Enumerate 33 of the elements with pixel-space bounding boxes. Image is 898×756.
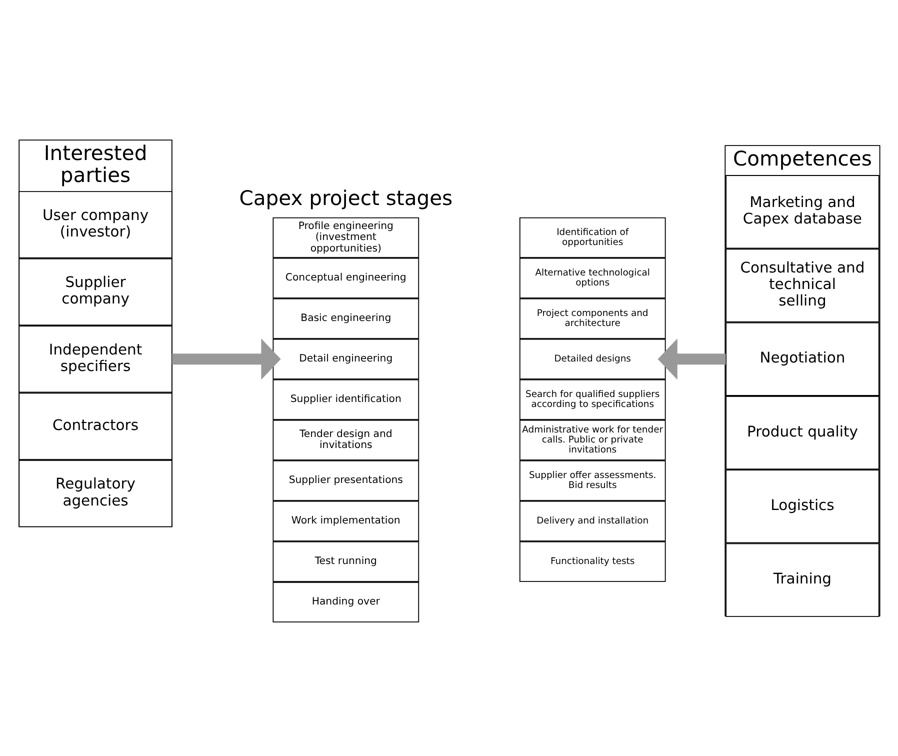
node-box: Test running — [272, 541, 420, 582]
node-box: Profile engineering (investment opportunities) — [272, 217, 420, 258]
node-box: Logistics — [726, 470, 880, 544]
node-box: Consultative and technical selling — [726, 248, 880, 322]
node-box: Delivery and installation — [519, 500, 666, 542]
node-box: Supplier identification — [272, 379, 420, 420]
label: Capex project stages — [239, 186, 453, 210]
node-box: Conceptual engineering — [272, 258, 420, 298]
node-box: Supplier company — [18, 258, 172, 326]
node-box: Detailed designs — [519, 338, 666, 380]
node-box: Regulatory agencies — [18, 460, 172, 528]
node-box: Identification of opportunities — [519, 217, 666, 258]
node-box: Handing over — [272, 582, 420, 622]
node-box: User company (investor) — [18, 191, 172, 258]
node-box: Work implementation — [272, 500, 420, 542]
node-box: Marketing and Capex database — [726, 175, 880, 249]
node-box: Supplier presentations — [272, 460, 420, 501]
node-box: Alternative technological options — [519, 258, 666, 298]
node-box: Negotiation — [726, 322, 880, 396]
node-box: Independent specifiers — [18, 326, 172, 393]
node-box: Detail engineering — [272, 338, 420, 380]
node-box: Search for qualified suppliers according to specifications — [519, 379, 666, 420]
node-box: Basic engineering — [272, 298, 420, 339]
node-box: Training — [726, 543, 880, 617]
node-box: Project components and architecture — [519, 298, 666, 339]
arrow — [658, 338, 726, 380]
node-box: Supplier offer assessments. Bid results — [519, 460, 666, 501]
node-box: Product quality — [726, 396, 880, 470]
node-box: Administrative work for tender calls. Public or private invitations — [519, 420, 666, 460]
node-box: Tender design and invitations — [272, 420, 420, 460]
node-box: Functionality tests — [519, 541, 666, 582]
node-box: Contractors — [18, 392, 172, 460]
arrow — [172, 338, 281, 380]
